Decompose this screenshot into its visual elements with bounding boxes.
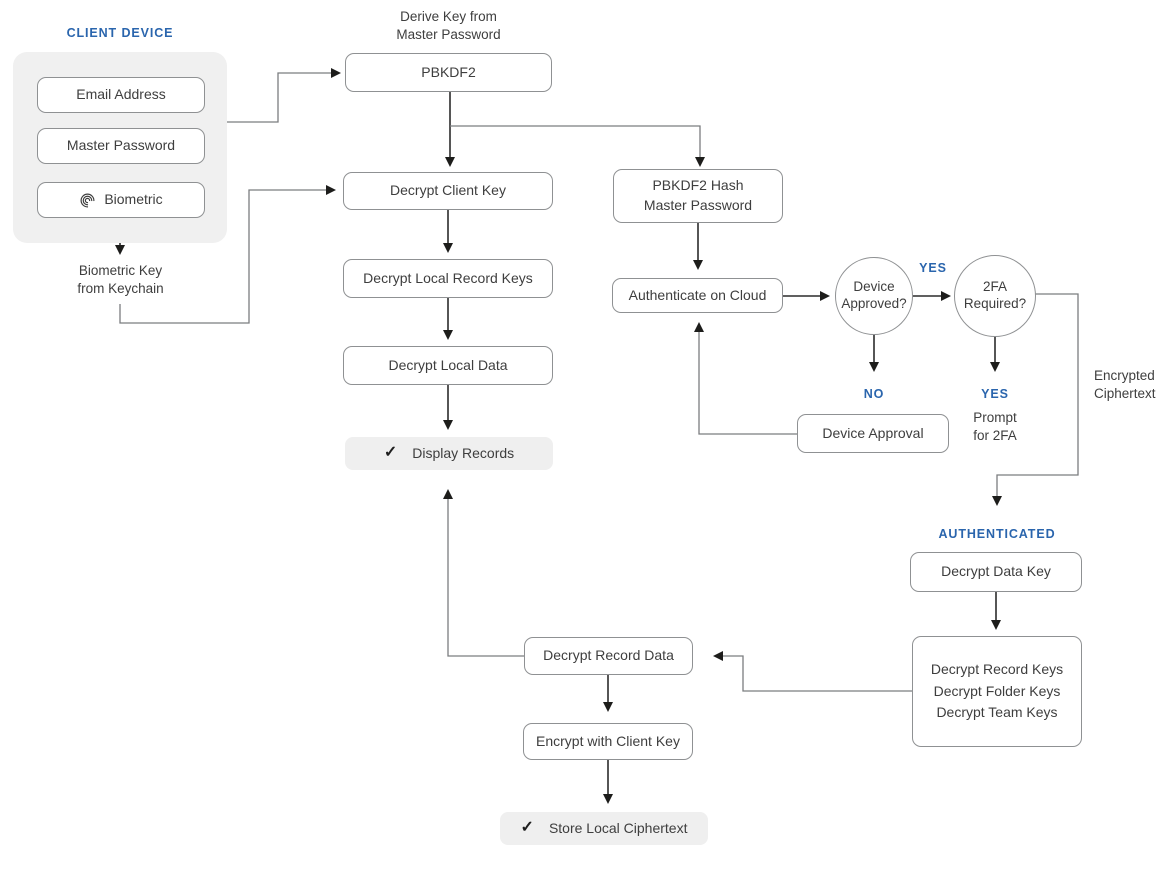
email-address-label: Email Address [76, 86, 166, 103]
authenticate-on-cloud-box: Authenticate on Cloud [612, 278, 783, 313]
decrypt-local-data-box: Decrypt Local Data [343, 346, 553, 385]
2fa-required-decision: 2FA Required? [954, 255, 1036, 337]
encrypted-ciphertext-note: Encrypted Ciphertext [1094, 368, 1156, 401]
authenticate-on-cloud-label: Authenticate on Cloud [628, 286, 767, 303]
check-icon: ✓ [383, 444, 398, 462]
biometric-box: Biometric [37, 182, 205, 218]
derive-key-note: Derive Key from Master Password [396, 9, 501, 42]
decrypt-client-key-label: Decrypt Client Key [390, 182, 506, 199]
connector-keysgroup-to-recorddata [713, 651, 912, 692]
fingerprint-icon [79, 192, 96, 209]
prompt-2fa-note: Prompt for 2FA [973, 410, 1017, 443]
decrypt-client-key-box: Decrypt Client Key [343, 172, 553, 210]
connector-recorddata-to-display [443, 489, 524, 657]
device-approved-decision: Device Approved? [835, 257, 913, 335]
decrypt-local-record-keys-label: Decrypt Local Record Keys [363, 269, 533, 286]
encrypt-with-client-key-label: Encrypt with Client Key [536, 732, 680, 749]
master-password-label: Master Password [66, 137, 176, 154]
store-local-ciphertext-label: Store Local Ciphertext [548, 819, 688, 836]
decrypt-local-data-label: Decrypt Local Data [388, 356, 508, 373]
connector-keychain-to-decrypt-client-key [119, 185, 336, 324]
connector-credentials-to-pbkdf2 [215, 68, 341, 123]
connector-pbkdf2-to-hash [450, 125, 705, 167]
no-device-label: NO [863, 387, 885, 401]
display-records-label: Display Records [412, 444, 515, 461]
encrypt-with-client-key-box: Encrypt with Client Key [523, 723, 693, 760]
display-records-box: ✓ Display Records [345, 437, 553, 470]
connector-2fa-to-authenticated [992, 293, 1079, 506]
biometric-label: Biometric [104, 191, 163, 208]
decrypt-record-data-label: Decrypt Record Data [543, 647, 674, 664]
authenticated-label: AUTHENTICATED [938, 527, 1056, 541]
check-icon: ✓ [520, 819, 534, 837]
client-device-title: CLIENT DEVICE [66, 26, 174, 40]
yes-2fa-label: YES [981, 387, 1009, 401]
connector-approval-loop [694, 322, 797, 435]
pbkdf2-label: PBKDF2 [421, 63, 476, 80]
store-local-ciphertext-box: ✓ Store Local Ciphertext [500, 812, 708, 845]
device-approval-box: Device Approval [797, 414, 949, 453]
pbkdf2-box: PBKDF2 [345, 53, 552, 92]
pbkdf2-hash-box: PBKDF2 Hash Master Password [613, 169, 783, 223]
decrypt-data-key-label: Decrypt Data Key [941, 563, 1051, 580]
biometric-key-note: Biometric Key from Keychain [77, 263, 164, 296]
yes-device-label: YES [919, 261, 947, 275]
decrypt-data-key-box: Decrypt Data Key [910, 552, 1082, 592]
device-approval-label: Device Approval [822, 424, 924, 441]
decrypt-keys-group-box: Decrypt Record Keys Decrypt Folder Keys … [912, 636, 1082, 747]
decrypt-record-data-box: Decrypt Record Data [524, 637, 693, 675]
master-password-box: Master Password [37, 128, 205, 164]
email-address-box: Email Address [37, 77, 205, 113]
decrypt-local-record-keys-box: Decrypt Local Record Keys [343, 259, 553, 298]
